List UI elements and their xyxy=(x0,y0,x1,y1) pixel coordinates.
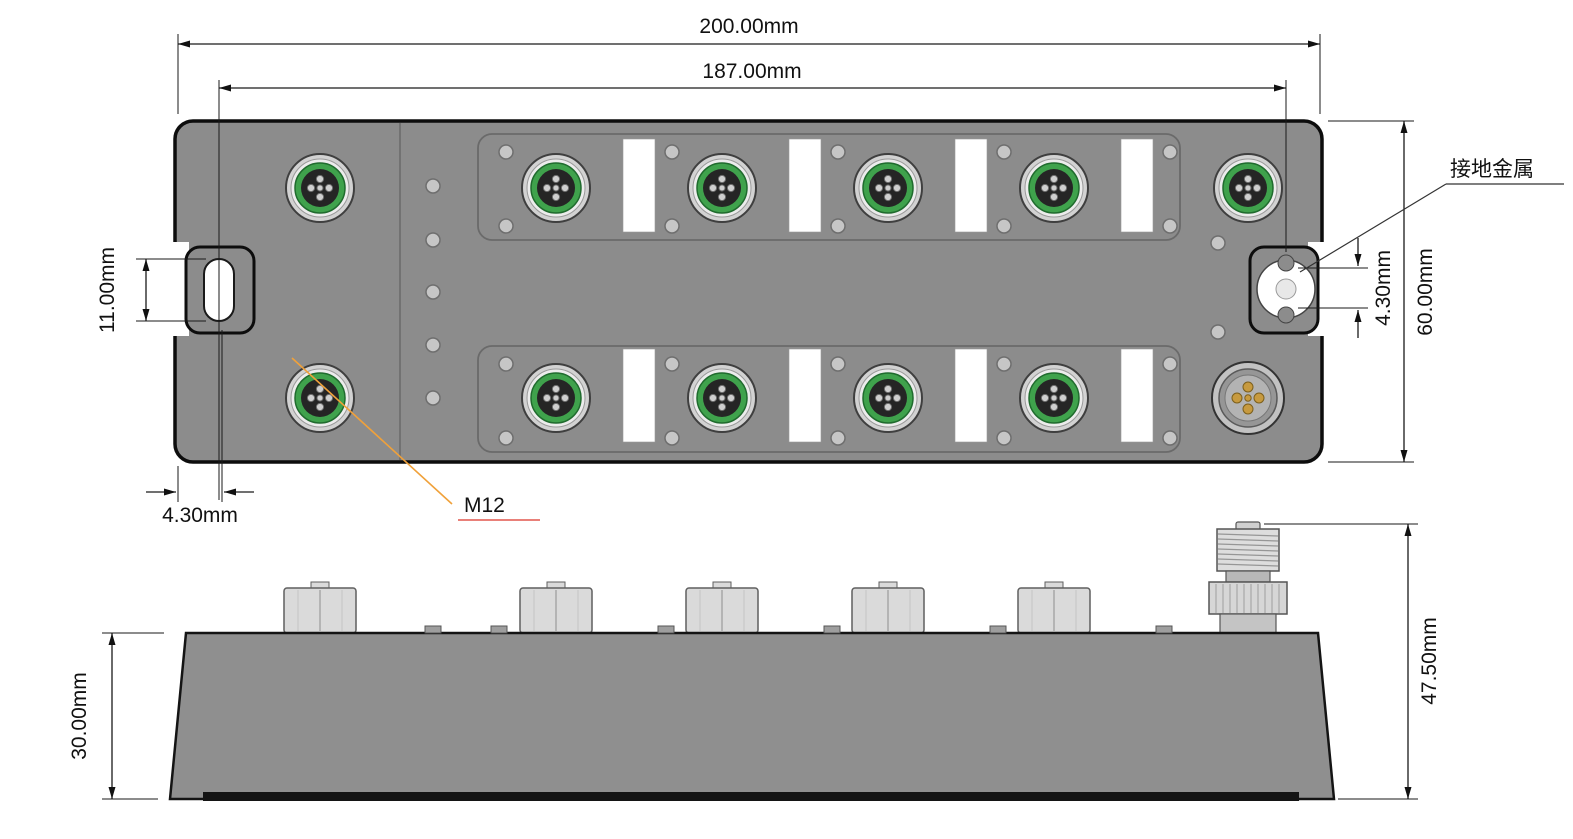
screw-dot xyxy=(498,144,514,160)
screw-dot xyxy=(996,218,1012,234)
top-edge-nub xyxy=(490,625,508,634)
power-connector xyxy=(1211,361,1285,435)
m12-connector xyxy=(853,363,923,433)
screw-dot xyxy=(664,356,680,372)
base-plate xyxy=(203,792,1299,801)
screw-dot xyxy=(664,144,680,160)
dim-body-depth: 60.00mm xyxy=(1328,120,1437,463)
ground-metal-callout: 接地金属 xyxy=(1299,158,1564,273)
top-edge-nub xyxy=(1155,625,1173,634)
screw-dot xyxy=(664,218,680,234)
side-view xyxy=(168,521,1336,801)
m12-connector xyxy=(285,153,355,223)
ground-metal-label: 接地金属 xyxy=(1450,158,1534,181)
m12-leader-line xyxy=(291,357,453,505)
top-view xyxy=(171,119,1326,464)
dim-ground-offset: 4.30mm xyxy=(1298,238,1395,338)
screw-dot xyxy=(1162,430,1178,446)
dim-body-depth-label: 60.00mm xyxy=(1414,248,1437,336)
screw-dot xyxy=(830,144,846,160)
screw-dot xyxy=(425,178,441,194)
dim-slot-edge-offset-label: 4.30mm xyxy=(162,504,238,527)
dim-ground-offset-label: 4.30mm xyxy=(1372,250,1395,326)
screw-dot xyxy=(830,430,846,446)
screw-dot xyxy=(830,356,846,372)
screw-dot xyxy=(425,284,441,300)
screw-dot xyxy=(1162,218,1178,234)
dim-side-total-height-label: 47.50mm xyxy=(1418,617,1441,705)
dim-mount-spacing-label: 187.00mm xyxy=(702,60,801,83)
m12-connector xyxy=(1213,153,1283,223)
m12-label: M12 xyxy=(464,494,505,517)
top-edge-nub xyxy=(823,625,841,634)
dim-slot-length-label: 11.00mm xyxy=(96,247,119,333)
connector-boss xyxy=(685,581,759,634)
screw-dot xyxy=(1162,144,1178,160)
connector-boss xyxy=(519,581,593,634)
connector-boss xyxy=(851,581,925,634)
screw-dot xyxy=(1162,356,1178,372)
top-edge-nub xyxy=(424,625,442,634)
dimensions-top-view: 200.00mm 187.00mm 11.00mm 4.30mm 60.00mm xyxy=(96,15,1564,527)
dimensions-side-view: 30.00mm 47.50mm xyxy=(68,523,1441,800)
dim-side-total-height: 47.50mm xyxy=(1264,523,1441,800)
mounting-tab-right xyxy=(1248,245,1320,335)
dim-mount-spacing: 187.00mm xyxy=(218,60,1287,500)
m12-plug-side xyxy=(1208,521,1288,634)
connector-boss xyxy=(283,581,357,634)
port-label xyxy=(788,138,822,233)
dim-side-body-height-label: 30.00mm xyxy=(68,672,91,760)
ground-clip xyxy=(1256,254,1316,324)
device-body-side xyxy=(168,631,1336,801)
port-label xyxy=(954,138,988,233)
connector-boss xyxy=(1017,581,1091,634)
m12-connector xyxy=(1019,363,1089,433)
m12-connector xyxy=(687,153,757,223)
panel-outline-bottom xyxy=(477,345,1181,453)
m12-connector xyxy=(853,153,923,223)
dim-overall-width-label: 200.00mm xyxy=(699,15,798,38)
port-label xyxy=(788,348,822,443)
screw-dot xyxy=(498,218,514,234)
screw-dot xyxy=(425,337,441,353)
screw-dot xyxy=(498,356,514,372)
screw-dot xyxy=(1210,324,1226,340)
m12-connector xyxy=(521,363,591,433)
thread-lines xyxy=(1217,533,1279,567)
dim-slot-edge-offset: 4.30mm xyxy=(146,330,254,527)
screw-dot xyxy=(830,218,846,234)
screw-dot xyxy=(996,144,1012,160)
dim-slot-length: 11.00mm xyxy=(96,247,206,333)
screw-dot xyxy=(1210,235,1226,251)
panel-outline-top xyxy=(477,133,1181,241)
dim-overall-width: 200.00mm xyxy=(177,15,1321,114)
screw-dot xyxy=(996,430,1012,446)
port-label xyxy=(1120,348,1154,443)
m12-connector xyxy=(285,363,355,433)
port-label-plates xyxy=(622,138,1154,443)
m12-connector xyxy=(1019,153,1089,223)
knurl-lines xyxy=(1215,584,1280,613)
mounting-tab-left xyxy=(184,245,256,335)
top-edge-nub xyxy=(657,625,675,634)
dim-side-body-height: 30.00mm xyxy=(68,632,164,800)
port-label xyxy=(622,138,656,233)
screw-dot xyxy=(498,430,514,446)
port-label xyxy=(954,348,988,443)
screw-dot xyxy=(664,430,680,446)
top-edge-nub xyxy=(989,625,1007,634)
screw-dot xyxy=(425,390,441,406)
screw-dot xyxy=(425,232,441,248)
screw-dot xyxy=(996,356,1012,372)
ground-metal-leader-line xyxy=(1299,183,1447,273)
port-label xyxy=(1120,138,1154,233)
m12-callout: M12 xyxy=(291,357,540,521)
port-label xyxy=(622,348,656,443)
m12-connector xyxy=(521,153,591,223)
m12-connector xyxy=(687,363,757,433)
